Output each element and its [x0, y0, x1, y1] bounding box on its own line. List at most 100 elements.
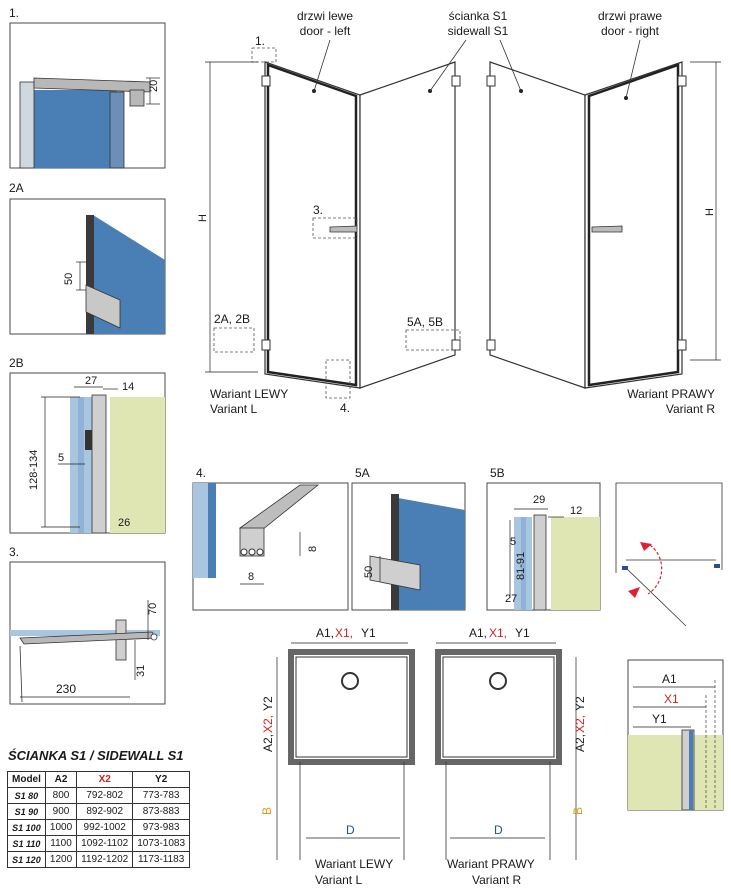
plan-right-side-b: B: [571, 807, 585, 815]
d4-width-label: 8: [248, 571, 254, 583]
d5b-bottom-label: 27: [505, 593, 517, 605]
plan-left-variant-pl: Wariant LEWY: [315, 857, 393, 871]
spec-table-title: ŚCIANKA S1 / SIDEWALL S1: [8, 748, 184, 763]
callout-4-label: 4.: [340, 401, 350, 415]
plan-side-b: B: [260, 807, 274, 815]
plan-right-side-y2: Y2: [573, 696, 587, 711]
spec-cell-a2: 800: [44, 787, 78, 804]
plan-right: A1, X1, Y1 D Wariant PRAWY Variant R A2,…: [435, 626, 587, 887]
spec-cell-x2: 892-902: [76, 803, 134, 820]
legend-a1: A1: [662, 672, 677, 686]
d5b-gap-label: 5: [510, 536, 516, 548]
sidewall-pl: ścianka S1: [449, 9, 508, 23]
variant-left-en: Variant L: [210, 402, 257, 416]
door-swing-plan: [615, 482, 723, 627]
plan-side-x2: X2,: [261, 715, 275, 733]
legend-detail: A1 X1 Y1: [627, 659, 724, 811]
spec-header-y2: Y2: [132, 771, 191, 788]
spec-cell-y2: 973-983: [132, 819, 191, 836]
legend-x1: X1: [664, 692, 679, 706]
variant-left-pl: Wariant LEWY: [210, 387, 288, 401]
detail-5b: 5B 29 12 81-91 5 27: [486, 466, 601, 611]
detail-3-label: 3.: [9, 545, 19, 559]
callout-2a2b-label: 2A, 2B: [214, 312, 250, 326]
spec-cell-x2: 1092-1102: [76, 835, 134, 852]
height-right-label: H: [704, 208, 716, 216]
d3-height2-label: 31: [135, 665, 147, 677]
spec-cell-x2: 992-1002: [76, 819, 134, 836]
elevation-right: H drzwi prawe door - right Wariant PRAWY…: [486, 9, 721, 416]
d4-height-label: 8: [307, 546, 319, 552]
d2b-range-label: 128-134: [28, 450, 40, 490]
detail-4-label: 4.: [196, 466, 206, 480]
d2a-height-label: 50: [63, 273, 75, 285]
plan-right-variant-en: Variant R: [472, 873, 521, 887]
spec-cell-a2: 1000: [44, 819, 78, 836]
plan-right-y1: Y1: [515, 626, 530, 640]
spec-cell-model: S1 110: [7, 835, 46, 852]
plan-right-d: D: [494, 823, 503, 837]
table-row: S1 80 800 792-802 773-783: [7, 787, 191, 804]
plan-left-y1: Y1: [361, 626, 376, 640]
plan-right-x1: X1,: [489, 626, 507, 640]
spec-cell-y2: 1073-1083: [132, 835, 191, 852]
plan-right-side-a2: A2,: [573, 734, 587, 752]
d5b-width1-label: 29: [533, 494, 545, 506]
door-right-en: door - right: [601, 24, 660, 38]
table-row: S1 100 1000 992-1002 973-983: [7, 819, 191, 836]
table-row: S1 120 1200 1192-1202 1173-1183: [7, 851, 191, 868]
callout-5a5b-label: 5A, 5B: [407, 315, 443, 329]
plan-left-x1: X1,: [335, 626, 353, 640]
detail-5b-label: 5B: [490, 466, 505, 480]
plan-left-variant-en: Variant L: [315, 873, 362, 887]
d1-height-label: 20: [148, 80, 160, 92]
table-row: S1 90 900 892-902 873-883: [7, 803, 191, 820]
elevation-left: H 1. 3. 2A, 2B 5A, 5B 4. drzwi lewe door…: [197, 9, 509, 416]
detail-5a: 5A 50: [351, 466, 466, 611]
variant-right-en: Variant R: [666, 402, 715, 416]
d5b-width2-label: 12: [570, 505, 582, 517]
spec-cell-a2: 900: [44, 803, 78, 820]
door-right-pl: drzwi prawe: [598, 9, 662, 23]
plan-side-a2: A2,: [261, 734, 275, 752]
plan-left-a1: A1,: [316, 626, 334, 640]
spec-cell-a2: 1200: [44, 851, 78, 868]
table-row: S1 110 1100 1092-1102 1073-1083: [7, 835, 191, 852]
detail-1: 1. 20: [9, 6, 166, 169]
spec-cell-a2: 1100: [44, 835, 78, 852]
door-left-en: door - left: [300, 24, 351, 38]
spec-cell-model: S1 80: [7, 787, 46, 804]
d3-height1-label: 70: [147, 603, 159, 615]
spec-header-model: Model: [7, 771, 46, 788]
d2b-width1-label: 27: [85, 375, 97, 387]
plan-right-variant-pl: Wariant PRAWY: [447, 857, 535, 871]
detail-1-label: 1.: [9, 6, 19, 20]
d5a-height-label: 50: [363, 566, 375, 578]
plan-side-y2: Y2: [261, 696, 275, 711]
d2b-gap-label: 5: [58, 452, 64, 464]
variant-right-pl: Wariant PRAWY: [627, 387, 715, 401]
d2b-width2-label: 14: [122, 381, 134, 393]
spec-cell-x2: 792-802: [76, 787, 134, 804]
legend-y1: Y1: [652, 712, 667, 726]
plan-right-side-x2: X2,: [573, 715, 587, 733]
spec-cell-x2: 1192-1202: [76, 851, 134, 868]
spec-cell-y2: 873-883: [132, 803, 191, 820]
detail-2b-label: 2B: [9, 356, 24, 370]
plan-right-a1: A1,: [469, 626, 487, 640]
spec-cell-y2: 773-783: [132, 787, 191, 804]
detail-4: 4. 8 8: [192, 466, 349, 611]
callout-1-label: 1.: [255, 34, 265, 48]
detail-3: 3. 70 31 230: [9, 545, 166, 705]
spec-header-a2: A2: [44, 771, 78, 788]
door-left-pl: drzwi lewe: [297, 9, 353, 23]
spec-table-header: Model A2 X2 Y2: [7, 771, 191, 788]
sidewall-en: sidewall S1: [448, 24, 509, 38]
spec-table: Model A2 X2 Y2 S1 80 800 792-802 773-783…: [7, 771, 191, 868]
height-left-label: H: [197, 214, 209, 222]
detail-2a-label: 2A: [9, 181, 24, 195]
spec-cell-model: S1 120: [7, 851, 46, 868]
d5b-range-label: 81-91: [515, 552, 527, 580]
plan-left: A1, X1, Y1 D Wariant LEWY Variant L A2, …: [260, 626, 415, 887]
